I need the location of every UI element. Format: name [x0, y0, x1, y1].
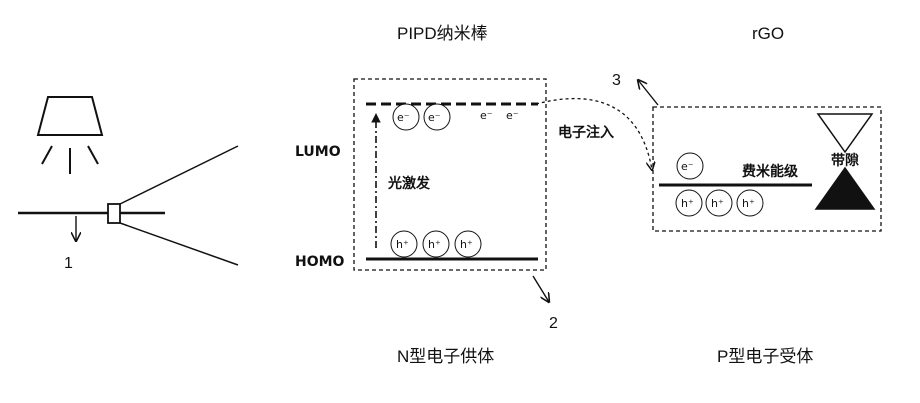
fermi-level-label: 费米能级 — [742, 163, 799, 180]
svg-text:h⁺: h⁺ — [681, 197, 694, 210]
marker-3-arrow — [638, 80, 658, 105]
svg-text:e⁻: e⁻ — [506, 109, 519, 122]
homo-label: HOMO — [295, 254, 345, 270]
zoom-line-bottom — [120, 223, 238, 265]
svg-text:e⁻: e⁻ — [428, 111, 441, 124]
svg-text:h⁺: h⁺ — [711, 197, 724, 210]
svg-text:e⁻: e⁻ — [397, 111, 410, 124]
marker-3: 3 — [612, 72, 621, 89]
svg-text:h⁺: h⁺ — [460, 238, 473, 251]
marker-2: 2 — [549, 315, 558, 332]
svg-text:e⁻: e⁻ — [681, 160, 694, 173]
lamp-icon — [38, 97, 102, 174]
svg-text:h⁺: h⁺ — [396, 238, 409, 251]
svg-text:h⁺: h⁺ — [742, 197, 755, 210]
homo-holes: h⁺ h⁺ h⁺ — [391, 231, 481, 257]
p-acceptor-label: P型电子受体 — [717, 347, 813, 366]
band-gap-label: 带隙 — [831, 152, 859, 169]
nanorod-title: PIPD纳米棒 — [397, 24, 488, 43]
rgo-electron: e⁻ — [677, 153, 703, 179]
zoom-line-top — [120, 146, 238, 204]
nanorod-box — [354, 79, 546, 270]
lumo-label: LUMO — [295, 144, 341, 160]
photoexcitation-label: 光激发 — [387, 175, 431, 192]
n-donor-label: N型电子供体 — [397, 347, 494, 366]
marker-1: 1 — [64, 255, 73, 272]
rgo-title: rGO — [752, 24, 784, 43]
sample-zoom-box — [108, 204, 120, 223]
marker-2-arrow — [533, 276, 549, 302]
electron-injection-label: 电子注入 — [558, 124, 614, 141]
lumo-electrons: e⁻ e⁻ e⁻ e⁻ — [393, 104, 519, 130]
svg-text:h⁺: h⁺ — [428, 238, 441, 251]
rgo-holes: h⁺ h⁺ h⁺ — [676, 190, 763, 216]
svg-text:e⁻: e⁻ — [480, 109, 493, 122]
